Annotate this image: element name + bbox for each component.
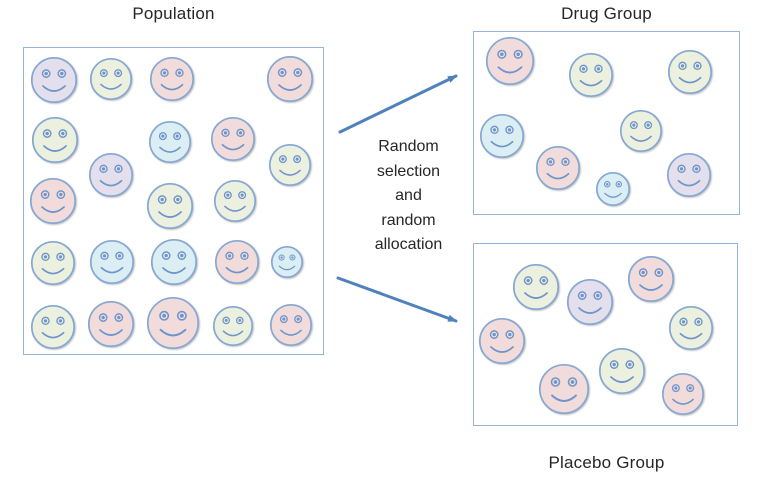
- drug-group-box: [473, 31, 740, 215]
- placebo-group-box: [473, 243, 738, 426]
- arrow-to-placebo-group: [336, 276, 458, 323]
- arrow-to-drug-group: [338, 74, 458, 134]
- random-selection-allocation-label: Random selection and random allocation: [374, 138, 443, 253]
- placebo-group-title: Placebo Group: [548, 453, 665, 472]
- population-box: [23, 47, 324, 355]
- population-title: Population: [132, 4, 215, 23]
- drug-group-title: Drug Group: [561, 4, 652, 23]
